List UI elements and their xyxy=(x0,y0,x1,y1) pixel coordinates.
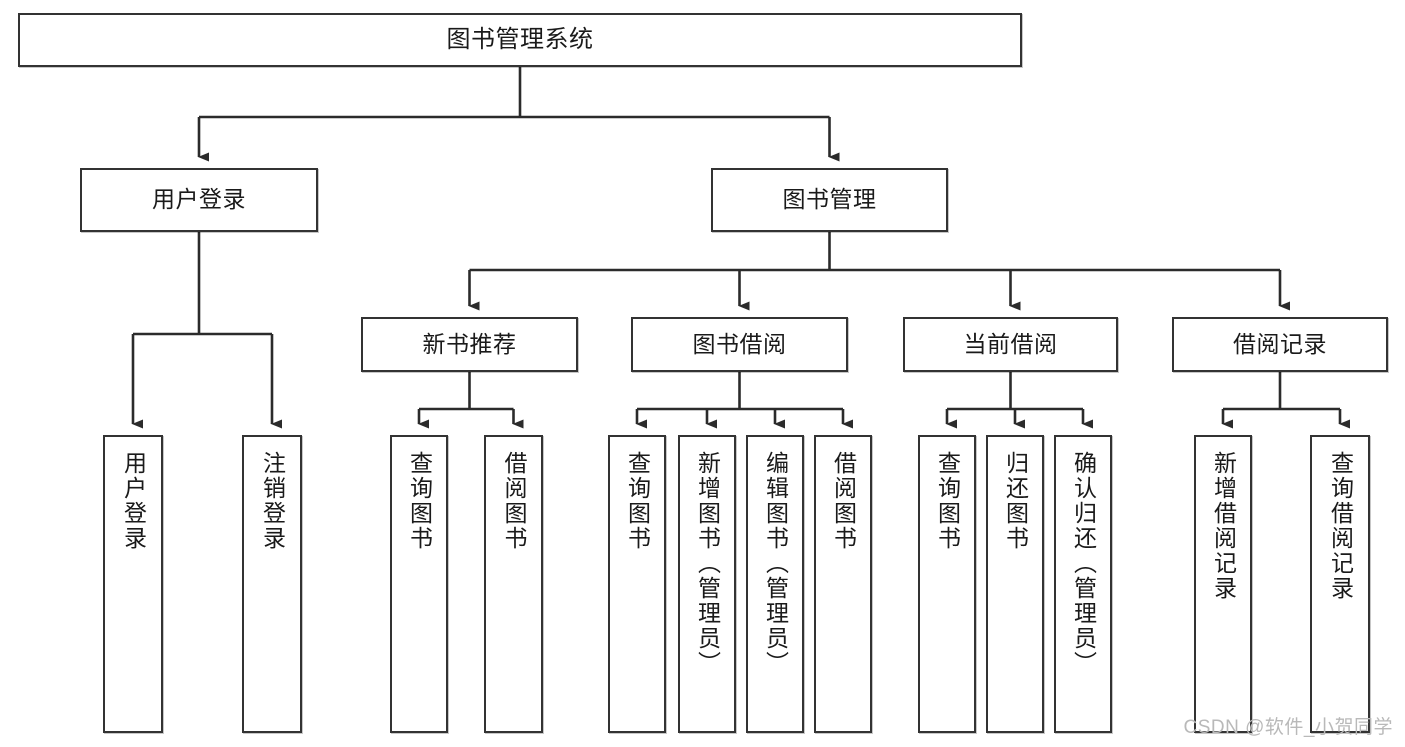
node-label: 当前借阅 xyxy=(963,330,1058,357)
leaf-node-5[interactable]: 新增图书（管理员） xyxy=(678,435,736,733)
leaf-node-9[interactable]: 归还图书 xyxy=(986,435,1044,733)
node-label: 查询图书 xyxy=(624,451,651,551)
node-label: 确认归还（管理员） xyxy=(1070,451,1097,676)
node-label: 用户登录 xyxy=(120,451,147,551)
node-label: 注销登录 xyxy=(259,451,286,551)
leaf-node-11[interactable]: 新增借阅记录 xyxy=(1194,435,1252,733)
node-label: 新增借阅记录 xyxy=(1210,451,1237,601)
level2-node-0[interactable]: 用户登录 xyxy=(80,168,318,232)
leaf-node-8[interactable]: 查询图书 xyxy=(918,435,976,733)
node-label: 图书管理系统 xyxy=(446,25,594,53)
node-label: 查询图书 xyxy=(934,451,961,551)
node-label: 借阅记录 xyxy=(1233,330,1327,357)
node-label: 图书管理 xyxy=(782,186,877,213)
node-label: 新书推荐 xyxy=(422,330,517,357)
node-label: 查询借阅记录 xyxy=(1327,451,1354,601)
csdn-watermark: CSDN @软件_小贺同学 xyxy=(1183,717,1393,738)
node-label: 借阅图书 xyxy=(501,451,527,551)
leaf-node-0[interactable]: 用户登录 xyxy=(103,435,163,733)
level2-node-1[interactable]: 图书管理 xyxy=(711,168,948,232)
leaf-node-7[interactable]: 借阅图书 xyxy=(814,435,872,733)
level3-node-2[interactable]: 当前借阅 xyxy=(903,317,1118,372)
leaf-node-12[interactable]: 查询借阅记录 xyxy=(1310,435,1370,733)
level3-node-3[interactable]: 借阅记录 xyxy=(1172,317,1388,372)
leaf-node-10[interactable]: 确认归还（管理员） xyxy=(1054,435,1112,733)
node-label: 编辑图书（管理员） xyxy=(762,451,789,676)
leaf-node-3[interactable]: 借阅图书 xyxy=(484,435,543,733)
node-label: 新增图书（管理员） xyxy=(694,451,721,676)
level3-node-0[interactable]: 新书推荐 xyxy=(361,317,578,372)
leaf-node-2[interactable]: 查询图书 xyxy=(390,435,448,733)
leaf-node-1[interactable]: 注销登录 xyxy=(242,435,302,733)
leaf-node-6[interactable]: 编辑图书（管理员） xyxy=(746,435,804,733)
node-label: 图书借阅 xyxy=(692,330,787,357)
node-label: 查询图书 xyxy=(406,451,433,551)
node-label: 归还图书 xyxy=(1002,451,1029,551)
leaf-node-4[interactable]: 查询图书 xyxy=(608,435,666,733)
level3-node-1[interactable]: 图书借阅 xyxy=(631,317,848,372)
root-node[interactable]: 图书管理系统 xyxy=(18,13,1022,67)
node-label: 用户登录 xyxy=(152,186,246,213)
node-label: 借阅图书 xyxy=(830,451,857,551)
